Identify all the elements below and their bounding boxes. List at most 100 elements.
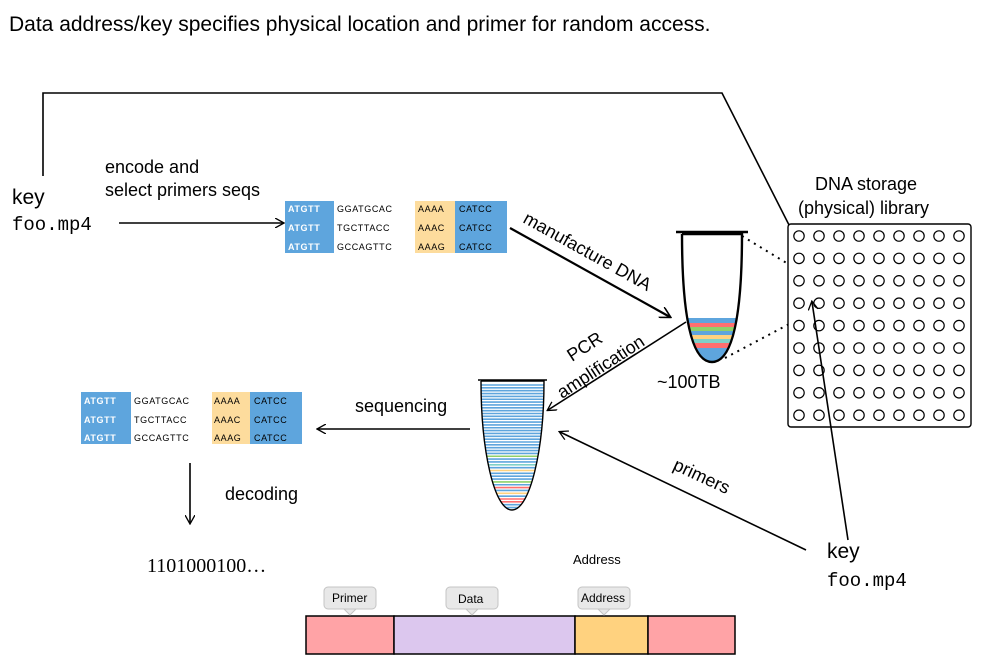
seq-primer: ATGTT — [84, 433, 116, 443]
well — [813, 230, 825, 242]
well — [833, 342, 845, 354]
key-label-right: key — [827, 540, 860, 563]
well — [913, 297, 925, 309]
segment-primer-end — [647, 615, 736, 655]
well — [953, 297, 965, 309]
amplified-tube-outline — [480, 380, 545, 511]
well — [873, 364, 885, 377]
well — [913, 409, 925, 421]
well — [873, 319, 885, 332]
sequencing-label: sequencing — [355, 396, 447, 416]
seq-data: TGCTTACC — [134, 415, 187, 425]
well — [873, 297, 885, 309]
primer-region — [81, 392, 131, 444]
well — [833, 364, 845, 377]
well — [933, 297, 945, 309]
well — [833, 297, 845, 309]
seq-address: AAAA — [214, 396, 240, 406]
seq-end: CATCC — [459, 242, 492, 252]
well — [833, 319, 845, 332]
well — [853, 274, 865, 287]
well — [893, 364, 905, 377]
well — [793, 297, 805, 309]
well — [853, 364, 865, 377]
decoding-label: decoding — [225, 484, 298, 504]
well — [933, 342, 945, 354]
well — [793, 364, 805, 377]
address-region — [212, 392, 250, 444]
seq-primer: ATGTT — [288, 204, 320, 214]
storage-tube-outline — [680, 232, 744, 364]
callout-data-label: Data — [458, 592, 484, 606]
pcr-arrow — [548, 321, 687, 410]
seq-end: CATCC — [254, 396, 287, 406]
seq-address: AAAG — [214, 433, 241, 443]
seq-primer: ATGTT — [288, 242, 320, 252]
key-to-well-arrow — [812, 302, 849, 541]
manufacture-arrow — [509, 227, 670, 317]
strand-layout-bar — [305, 615, 736, 655]
end-primer-region — [250, 392, 302, 444]
library-label-line1: DNA storage — [815, 174, 917, 194]
well — [793, 409, 805, 421]
segment-data — [393, 615, 576, 655]
well — [913, 274, 925, 287]
well — [953, 274, 965, 287]
well — [873, 386, 885, 399]
callout-primer-label: Primer — [332, 591, 367, 605]
well — [853, 319, 865, 332]
capacity-label: ~100TB — [657, 372, 721, 392]
seq-primer: ATGTT — [84, 415, 116, 425]
well — [793, 319, 805, 332]
callout-primer: Primer — [323, 586, 377, 616]
address-caption: Address — [573, 552, 621, 567]
well — [913, 342, 925, 354]
well — [853, 230, 865, 242]
well — [793, 386, 805, 399]
well — [813, 274, 825, 287]
well — [953, 230, 965, 242]
encode-label-line1: encode and — [105, 157, 199, 177]
well — [933, 274, 945, 287]
seq-data: GCCAGTTC — [134, 433, 189, 443]
well — [893, 274, 905, 287]
well — [913, 364, 925, 377]
well — [913, 386, 925, 399]
library-label-line2: (physical) library — [798, 198, 929, 218]
callout-address: Address — [577, 586, 631, 616]
well — [893, 297, 905, 309]
primer-region — [285, 201, 334, 253]
well — [893, 342, 905, 354]
seq-address: AAAC — [214, 415, 241, 425]
seq-data: GGATGCAC — [134, 396, 190, 406]
well — [813, 297, 825, 309]
seq-address: AAAG — [418, 242, 445, 252]
well — [873, 230, 885, 242]
well — [833, 230, 845, 242]
well — [833, 409, 845, 421]
seq-address: AAAA — [418, 204, 444, 214]
callout-address-label: Address — [581, 591, 625, 605]
well — [953, 386, 965, 399]
well — [873, 274, 885, 287]
well — [853, 409, 865, 421]
well — [793, 230, 805, 242]
sequence-block-bottom: ATGTT GGATGCAC AAAA CATCC ATGTT TGCTTACC… — [81, 392, 302, 444]
seq-address: AAAC — [418, 223, 445, 233]
address-region — [415, 201, 455, 253]
well — [933, 230, 945, 242]
well — [893, 386, 905, 399]
well — [873, 252, 885, 265]
seq-data: TGCTTACC — [337, 223, 390, 233]
amplified-tube — [478, 379, 547, 511]
sequence-block-top: ATGTT GGATGCAC AAAA CATCC ATGTT TGCTTACC… — [285, 201, 507, 253]
well — [913, 252, 925, 265]
well — [813, 386, 825, 399]
well — [853, 252, 865, 265]
key-label-left: key — [12, 186, 45, 209]
key-file-right: foo.mp4 — [827, 570, 907, 592]
encode-label-line2: select primers seqs — [105, 180, 260, 200]
manufacture-label: manufacture DNA — [520, 208, 655, 295]
primers-arrow — [560, 432, 807, 551]
